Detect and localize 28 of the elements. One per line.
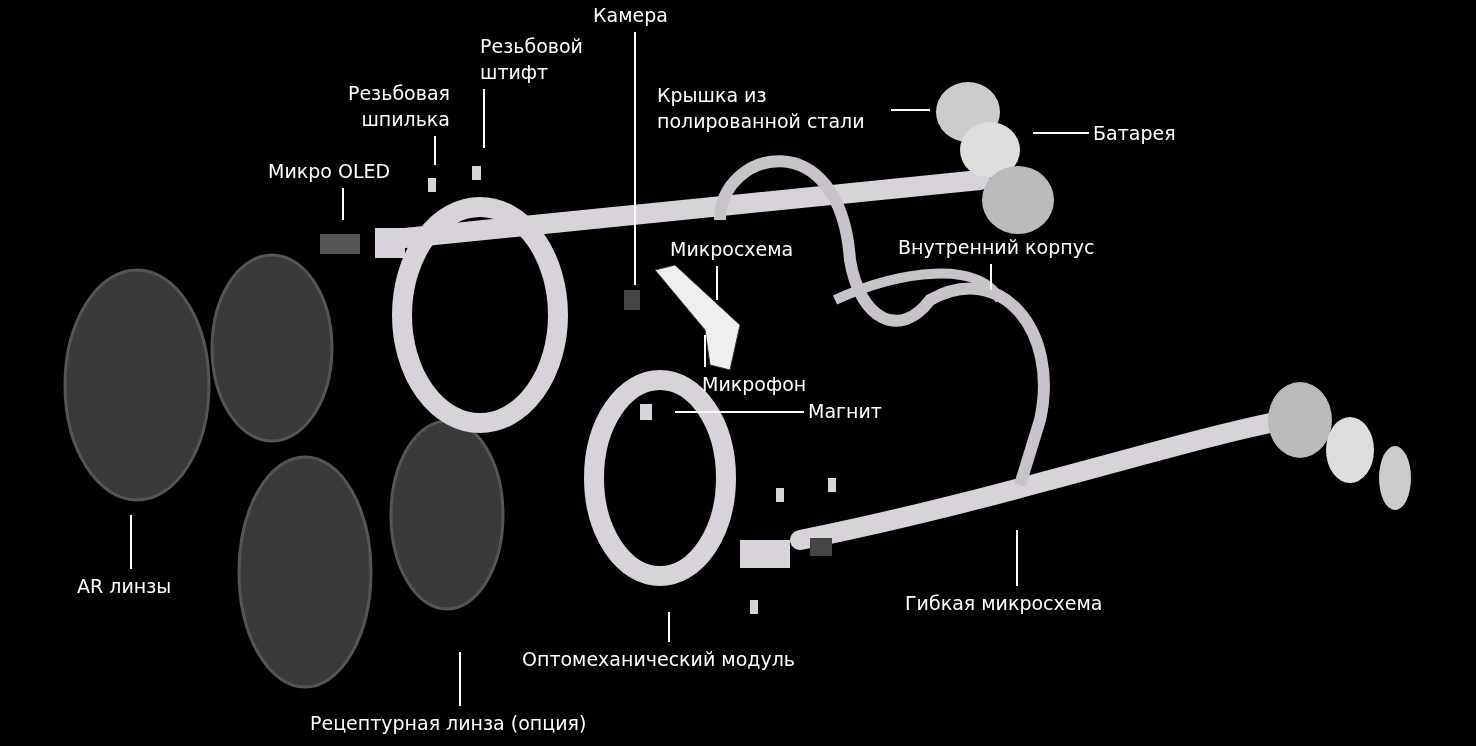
leader-line	[434, 135, 436, 166]
part-label: Микрофон	[702, 371, 807, 397]
part-label: Батарея	[1093, 120, 1176, 146]
leader-line	[668, 611, 670, 643]
leader-line	[1032, 132, 1090, 134]
part-label: Микросхема	[670, 236, 794, 262]
leader-line	[890, 109, 931, 111]
leader-line	[716, 265, 718, 301]
part-label: Крышка из полированной стали	[657, 82, 887, 134]
leader-line	[342, 187, 344, 221]
part-label: Камера	[593, 2, 668, 28]
part-label: AR линзы	[77, 573, 172, 599]
leader-line	[130, 514, 132, 570]
part-label: Рецептурная линза (опция)	[310, 710, 587, 736]
part-label: Резьбовая шпилька	[340, 80, 450, 132]
leader-line	[674, 411, 805, 413]
part-label: Оптомеханический модуль	[522, 646, 795, 672]
part-label: Резьбовой штифт	[480, 33, 590, 85]
leader-line	[483, 88, 485, 149]
part-label: Магнит	[808, 398, 882, 424]
leader-line	[1016, 529, 1018, 587]
leader-line	[704, 334, 706, 368]
part-label: Внутренний корпус	[898, 234, 1095, 260]
leader-line	[990, 263, 992, 291]
part-label: Гибкая микросхема	[905, 590, 1103, 616]
part-label: Микро OLED	[268, 158, 391, 184]
leader-line	[459, 651, 461, 707]
leader-line	[634, 31, 636, 286]
